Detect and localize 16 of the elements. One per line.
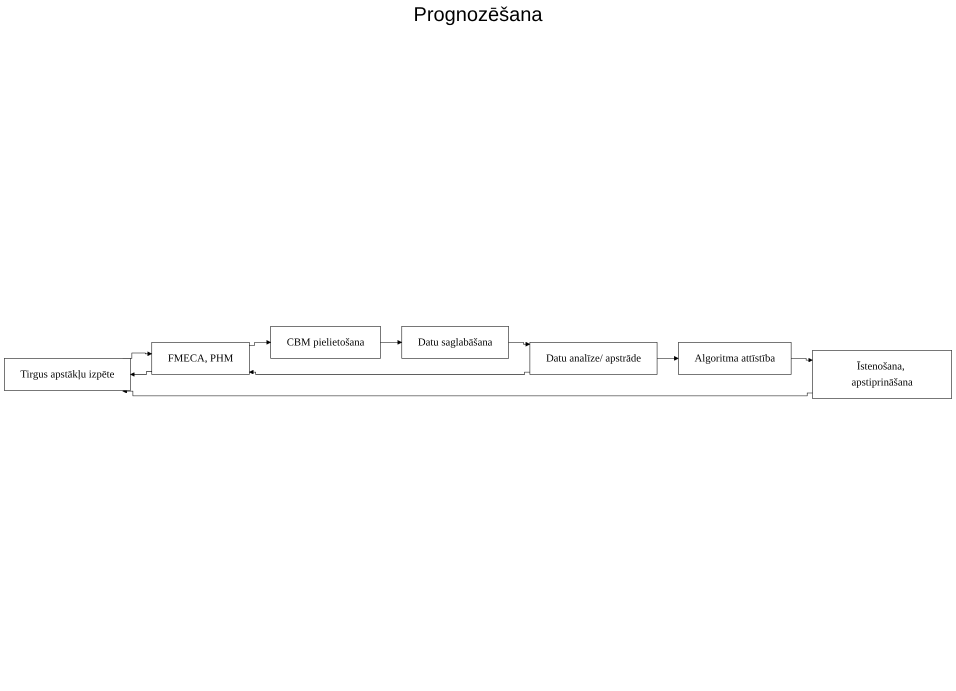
node-box: Tirgus apstākļu izpēte xyxy=(4,358,131,391)
arrow xyxy=(249,370,530,375)
node-box: Algoritma attīstība xyxy=(678,342,792,375)
arrow xyxy=(122,388,813,396)
node-box: Datu analīze/ apstrāde xyxy=(530,342,658,375)
annotation-text: Prognozēšana xyxy=(414,4,542,26)
arrow xyxy=(508,342,530,347)
node-box: FMECA, PHM xyxy=(152,342,250,375)
arrow xyxy=(130,371,152,377)
arrow xyxy=(656,356,679,361)
arrow xyxy=(380,340,402,345)
node-box: Īstenošana, apstiprināšana xyxy=(812,350,952,399)
node-box: Datu saglabāšana xyxy=(402,326,509,359)
arrow xyxy=(790,358,813,363)
node-box: CBM pielietošana xyxy=(270,326,381,359)
arrow xyxy=(249,340,271,346)
